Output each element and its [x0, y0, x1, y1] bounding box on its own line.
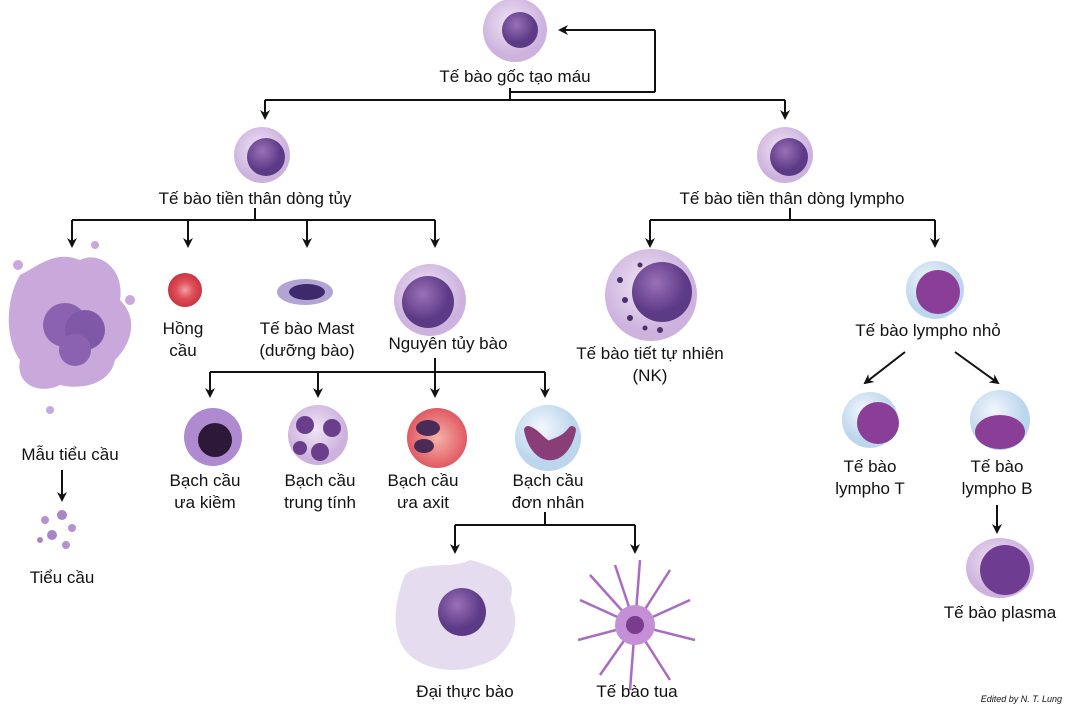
erythrocyte-image: [168, 273, 202, 307]
label-platelets: Tiểu cầu: [30, 568, 95, 587]
label-t-cell-2: lympho T: [835, 479, 905, 498]
plasma-cell-image: [966, 538, 1034, 598]
label-basophil-2: ưa kiềm: [174, 493, 235, 512]
connectors: [57, 25, 1002, 554]
label-eosinophil-1: Bạch cầu: [388, 471, 459, 490]
mast-cell-image: [277, 279, 333, 305]
dendritic-cell-image: [577, 559, 696, 691]
t-cell-image: [842, 392, 899, 448]
label-megakaryocyte: Mẫu tiểu cầu: [21, 445, 118, 464]
macrophage-image: [395, 560, 516, 670]
label-small-lymphocyte: Tế bào lympho nhỏ: [855, 321, 1001, 340]
credit-text: Edited by N. T. Lung: [981, 694, 1062, 704]
megakaryocyte-image: [8, 241, 135, 414]
label-monocyte-1: Bạch cầu: [513, 471, 584, 490]
label-macrophage: Đại thực bào: [416, 682, 513, 701]
neutrophil-image: [288, 405, 348, 465]
myeloid-progenitor-image: [234, 127, 290, 183]
label-mast-2: (dưỡng bào): [259, 341, 354, 360]
stem-cell-image: [483, 0, 547, 62]
label-monocyte-2: đơn nhân: [512, 493, 585, 512]
myeloblast-image: [394, 264, 466, 336]
label-b-cell-2: lympho B: [962, 479, 1033, 498]
label-basophil-1: Bạch cầu: [170, 471, 241, 490]
label-dendritic: Tế bào tua: [596, 682, 678, 701]
platelets-image: [37, 510, 76, 549]
label-stem-cell: Tế bào gốc tạo máu: [439, 67, 590, 86]
label-myeloblast: Nguyên tủy bào: [388, 334, 507, 353]
monocyte-image: [515, 405, 581, 471]
label-t-cell-1: Tế bào: [844, 457, 897, 476]
b-cell-image: [970, 390, 1030, 450]
basophil-image: [184, 408, 242, 466]
label-erythrocyte-2: cầu: [169, 341, 196, 360]
label-plasma: Tế bào plasma: [944, 603, 1057, 622]
label-myeloid-progenitor: Tế bào tiền thân dòng tủy: [159, 189, 352, 208]
label-b-cell-1: Tế bào: [971, 457, 1024, 476]
label-lymphoid-progenitor: Tế bào tiền thân dòng lympho: [680, 189, 905, 208]
label-erythrocyte-1: Hồng: [163, 319, 204, 338]
label-nk-1: Tế bào tiết tự nhiên: [576, 344, 723, 363]
eosinophil-image: [407, 408, 467, 468]
nk-cell-image: [605, 249, 697, 341]
small-lymphocyte-image: [906, 261, 964, 319]
label-neutrophil-2: trung tính: [284, 493, 356, 512]
lymphoid-progenitor-image: [757, 127, 813, 183]
label-mast-1: Tế bào Mast: [260, 319, 355, 338]
label-nk-2: (NK): [633, 366, 668, 385]
label-eosinophil-2: ưa axit: [397, 493, 449, 512]
label-neutrophil-1: Bạch cầu: [285, 471, 356, 490]
